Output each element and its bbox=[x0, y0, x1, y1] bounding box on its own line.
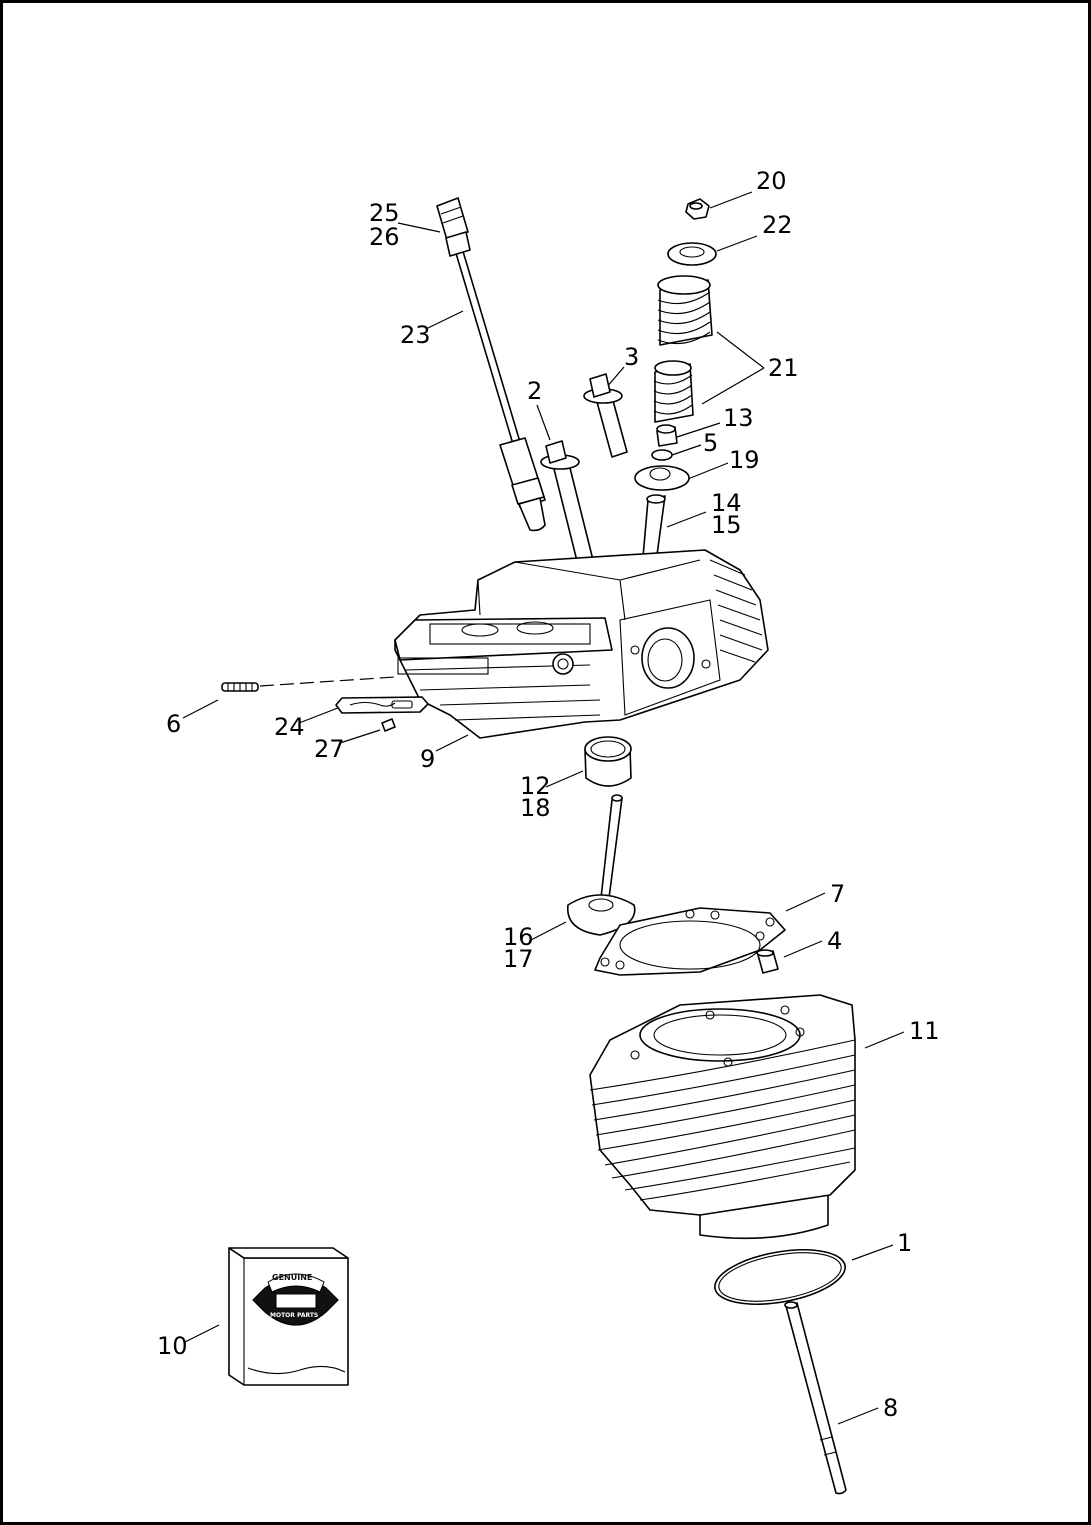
callout-26: 26 bbox=[369, 223, 400, 251]
sensor-tube-part-23 bbox=[436, 197, 546, 532]
callout-3: 3 bbox=[624, 343, 640, 371]
callout-18: 18 bbox=[520, 794, 551, 822]
clip-part-5 bbox=[651, 449, 673, 461]
callout-5: 5 bbox=[703, 429, 719, 457]
callout-24: 24 bbox=[274, 713, 305, 741]
callout-19: 19 bbox=[729, 446, 760, 474]
kit-logo-line2: MOTOR PARTS bbox=[270, 1312, 319, 1319]
genuine-logo-icon bbox=[252, 1273, 339, 1326]
callout-9: 9 bbox=[420, 745, 436, 773]
callout-17: 17 bbox=[503, 945, 534, 973]
nut-part-20 bbox=[685, 198, 710, 220]
seal-part-13 bbox=[656, 424, 678, 447]
callout-13: 13 bbox=[723, 404, 754, 432]
callout-2: 2 bbox=[527, 377, 543, 405]
seat-ring-part-12-18 bbox=[584, 736, 632, 787]
o-ring-part-1 bbox=[714, 1249, 846, 1305]
callout-1: 1 bbox=[897, 1229, 913, 1257]
callout-8: 8 bbox=[883, 1394, 899, 1422]
callout-21: 21 bbox=[768, 354, 799, 382]
callout-23: 23 bbox=[400, 321, 431, 349]
cylinder-head-part-9 bbox=[394, 549, 769, 739]
retainer-part-22 bbox=[667, 242, 717, 266]
nameplate-part-24 bbox=[335, 696, 429, 714]
stud-part-8 bbox=[784, 1301, 847, 1495]
callout-20: 20 bbox=[756, 167, 787, 195]
callout-14: 14 bbox=[711, 489, 742, 517]
valve-guide-part-14-15 bbox=[642, 494, 666, 558]
callout-12: 12 bbox=[520, 772, 551, 800]
valve-springs-part-21 bbox=[653, 275, 713, 423]
gasket-part-7 bbox=[594, 907, 786, 976]
callout-4: 4 bbox=[827, 927, 843, 955]
washer-part-19 bbox=[634, 465, 690, 491]
callout-10: 10 bbox=[157, 1332, 188, 1360]
valve-part-16-17 bbox=[567, 794, 636, 936]
callout-22: 22 bbox=[762, 211, 793, 239]
callout-27: 27 bbox=[314, 735, 345, 763]
gasket-kit-part-10 bbox=[228, 1247, 349, 1386]
callout-7: 7 bbox=[830, 880, 846, 908]
cylinder-part-11 bbox=[589, 994, 856, 1240]
bolt-part-2 bbox=[540, 440, 594, 566]
callout-16: 16 bbox=[503, 923, 534, 951]
dowel-part-4 bbox=[756, 949, 779, 974]
screw-part-27 bbox=[381, 718, 396, 732]
callout-6: 6 bbox=[166, 710, 182, 738]
callout-15: 15 bbox=[711, 511, 742, 539]
callout-11: 11 bbox=[909, 1017, 940, 1045]
callout-25: 25 bbox=[369, 199, 400, 227]
plug-part-6 bbox=[221, 682, 259, 692]
bolt-part-3 bbox=[583, 373, 628, 458]
kit-logo-line1: GENUINE bbox=[272, 1273, 313, 1282]
